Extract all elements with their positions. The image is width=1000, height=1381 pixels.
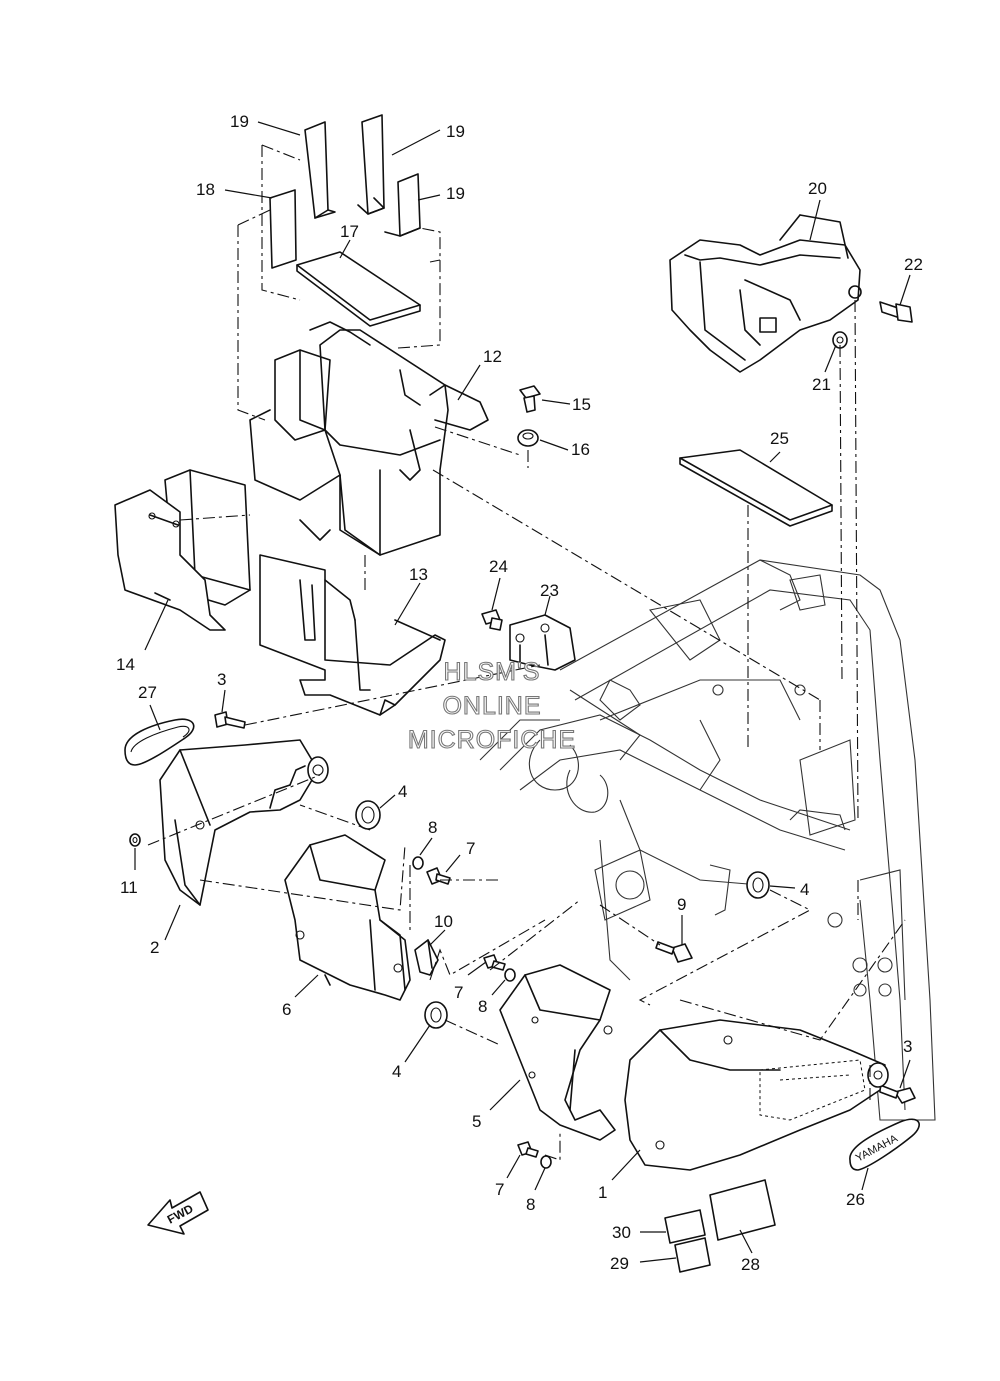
callout-4: 4 [392,1062,401,1081]
part-7-screw [426,867,539,1158]
part-1-cover [624,1019,889,1171]
callout-12: 12 [483,347,502,366]
part-3-bolt-right [879,1084,916,1104]
callout-7: 7 [466,839,475,858]
part-12-box [249,321,489,556]
part-10-clip [414,939,439,976]
part-14-cover [114,469,251,631]
callout-4: 4 [800,880,809,899]
callout-14: 14 [116,655,135,674]
callout-19: 19 [446,122,465,141]
part-23-bracket [509,614,576,671]
callout-18: 18 [196,180,215,199]
watermark: HLSM'S ONLINE MICROFICHE [407,657,576,754]
leader-lines [134,121,911,1263]
part-3-bolt-left [214,711,246,729]
part-5-cover [499,964,616,1141]
callout-27: 27 [138,683,157,702]
watermark-line-2: ONLINE [442,692,541,720]
part-15-bolt [519,385,541,413]
callout-26: 26 [846,1190,865,1209]
part-11-washer [129,833,141,847]
part-16-grommet [517,429,539,447]
callout-23: 23 [540,581,559,600]
part-24-bolt [481,609,503,631]
assembly-lines [147,144,906,1161]
callout-10: 10 [434,912,453,931]
callout-9: 9 [677,895,686,914]
watermark-line-3: MICROFICHE [408,726,576,754]
part-8-washer [412,856,552,1169]
callout-25: 25 [770,429,789,448]
callout-28: 28 [741,1255,760,1274]
part-20-cover [669,214,862,373]
callout-21: 21 [812,375,831,394]
callout-11: 11 [120,878,138,897]
callout-3: 3 [903,1037,912,1056]
part-29-label [674,1237,711,1273]
part-2-cover [159,739,329,906]
part-9-bolt [655,941,693,963]
part-22-bolt [879,301,913,323]
callout-22: 22 [904,255,923,274]
callout-29: 29 [610,1254,629,1273]
callout-1: 1 [598,1183,607,1202]
part-19-plates [304,114,421,237]
callout-24: 24 [489,557,508,576]
callout-13: 13 [409,565,428,584]
callout-7: 7 [454,983,463,1002]
fwd-arrow: FWD [147,1191,209,1235]
part-13-holder [259,554,446,716]
callout-labels: 1 2 3 3 4 4 4 5 6 7 7 7 8 8 8 9 10 11 12… [116,112,923,1274]
callout-8: 8 [478,997,487,1016]
callout-8: 8 [428,818,437,837]
part-18-plate [269,189,297,269]
part-27-seal [124,718,195,766]
callout-7: 7 [495,1180,504,1199]
part-17-pad [296,251,421,327]
callout-16: 16 [571,440,590,459]
callout-19: 19 [446,184,465,203]
part-25-pad [679,449,833,527]
callout-3: 3 [217,670,226,689]
callout-5: 5 [472,1112,481,1131]
callout-6: 6 [282,1000,291,1019]
callout-8: 8 [526,1195,535,1214]
callout-17: 17 [340,222,359,241]
callout-15: 15 [572,395,591,414]
watermark-line-1: HLSM'S [444,658,541,686]
part-6-cover [284,834,411,1001]
part-26-badge: YAMAHA [849,1118,920,1171]
callout-19: 19 [230,112,249,131]
part-30-label [664,1209,706,1244]
callout-20: 20 [808,179,827,198]
callout-30: 30 [612,1223,631,1242]
part-28-label [709,1179,776,1241]
callout-4: 4 [398,782,407,801]
callout-2: 2 [150,938,159,957]
